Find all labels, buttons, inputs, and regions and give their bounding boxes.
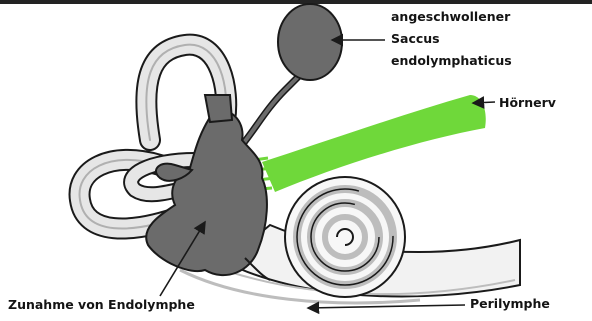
saccus-label-line-2: Saccus [391,33,440,46]
saccus-label-line-1: angeschwollener [391,11,510,24]
auditory-nerve [238,95,486,192]
saccus-label-line-3: endolymphaticus [391,55,512,68]
hoernerv-label: Hörnerv [499,97,556,110]
saccus-endolymphaticus [238,4,342,150]
cochlea-spiral [285,177,405,297]
arrow-hoernerv [473,102,495,103]
endolymphe-label: Zunahme von Endolymphe [8,299,195,312]
perilymphe-label: Perilymphe [470,298,550,311]
arrow-perilymphe [308,305,465,308]
